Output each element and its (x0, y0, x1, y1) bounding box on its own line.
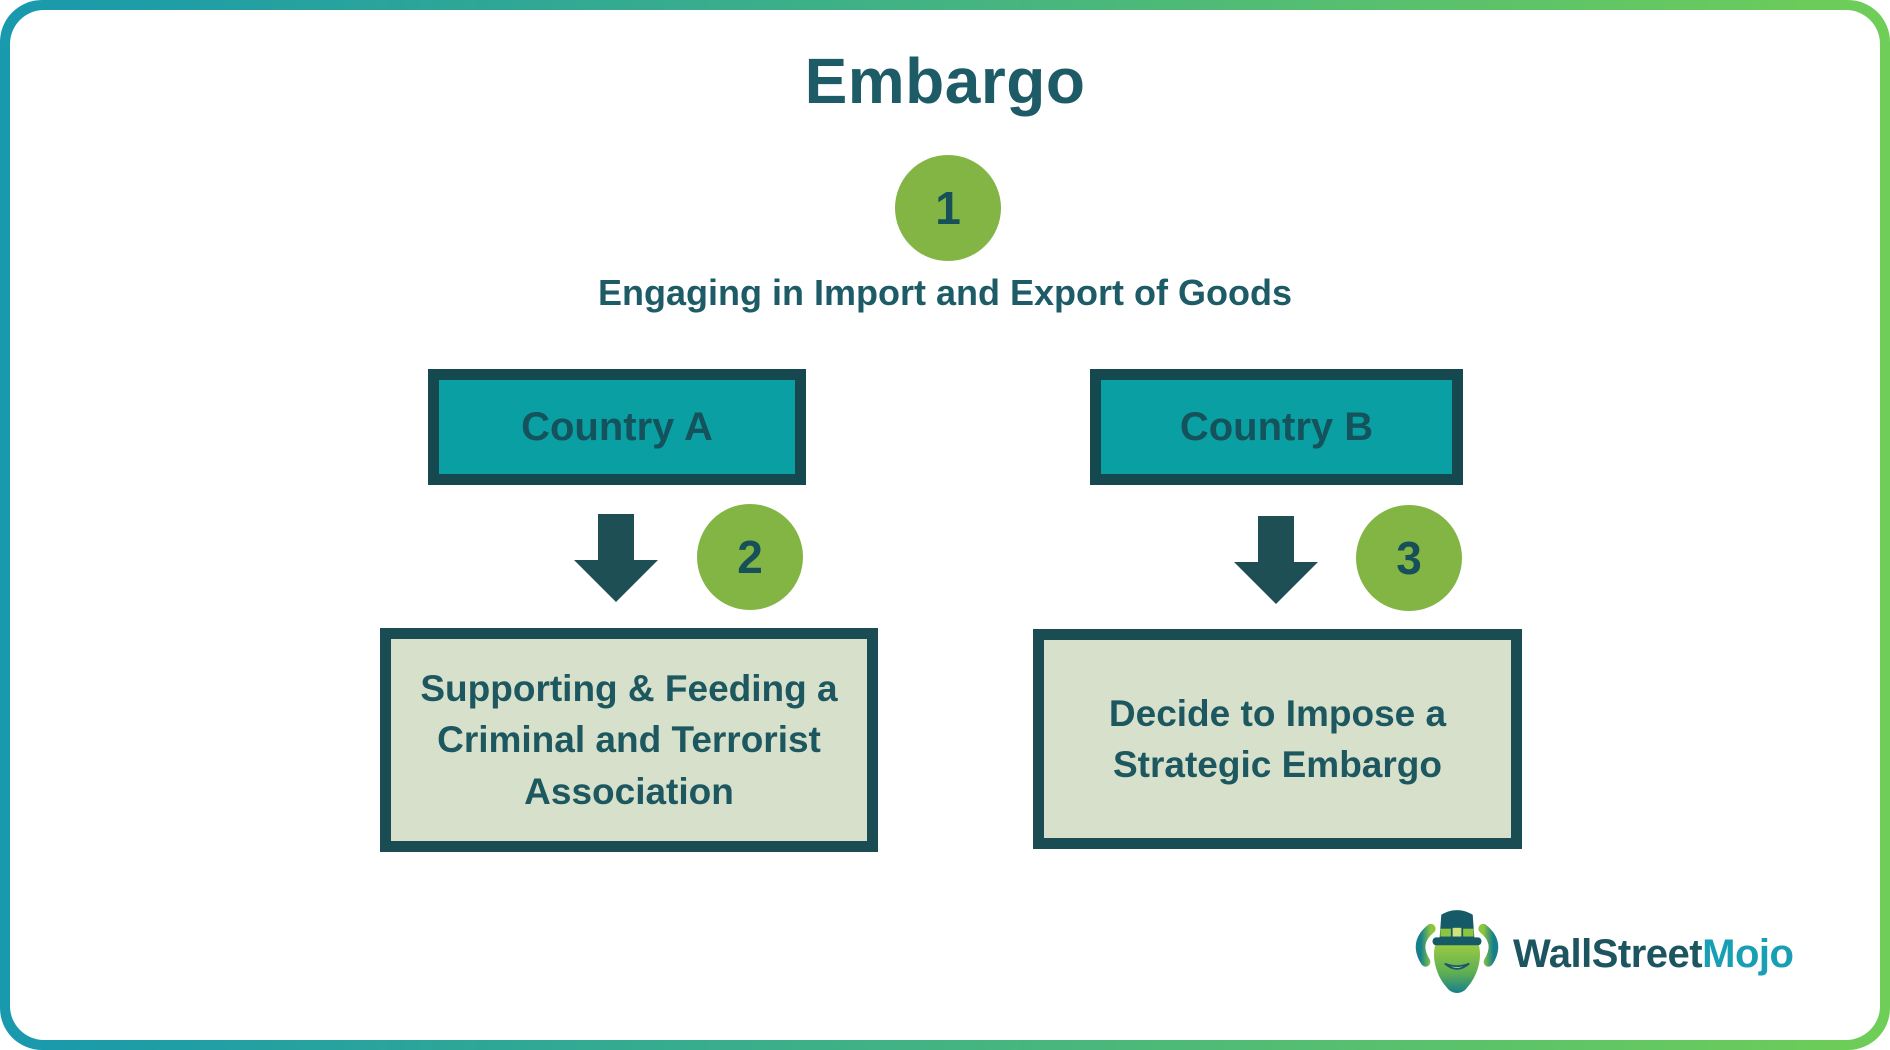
logo-wordmark: WallStreetMojo (1513, 931, 1794, 977)
down-arrow-icon (1234, 516, 1318, 604)
wallstreetmojo-logo: WallStreetMojo (1413, 906, 1794, 1002)
page-title: Embargo (804, 45, 1086, 117)
country-a-box: Country A (428, 369, 806, 485)
bull-mascot-icon (1415, 910, 1499, 994)
step-1-badge: 1 (895, 155, 1001, 261)
country-b-outcome-box: Decide to Impose a Strategic Embargo (1033, 629, 1522, 849)
down-arrow-icon (574, 514, 658, 602)
step-3-badge: 3 (1356, 505, 1462, 611)
country-b-box: Country B (1090, 369, 1463, 485)
step-2-badge: 2 (697, 504, 803, 610)
country-a-outcome-box: Supporting & Feeding a Criminal and Terr… (380, 628, 878, 852)
step-1-label: Engaging in Import and Export of Goods (598, 272, 1292, 313)
logo-text-wallstreet: WallStreet (1513, 931, 1703, 976)
logo-text-mojo: Mojo (1702, 931, 1794, 976)
